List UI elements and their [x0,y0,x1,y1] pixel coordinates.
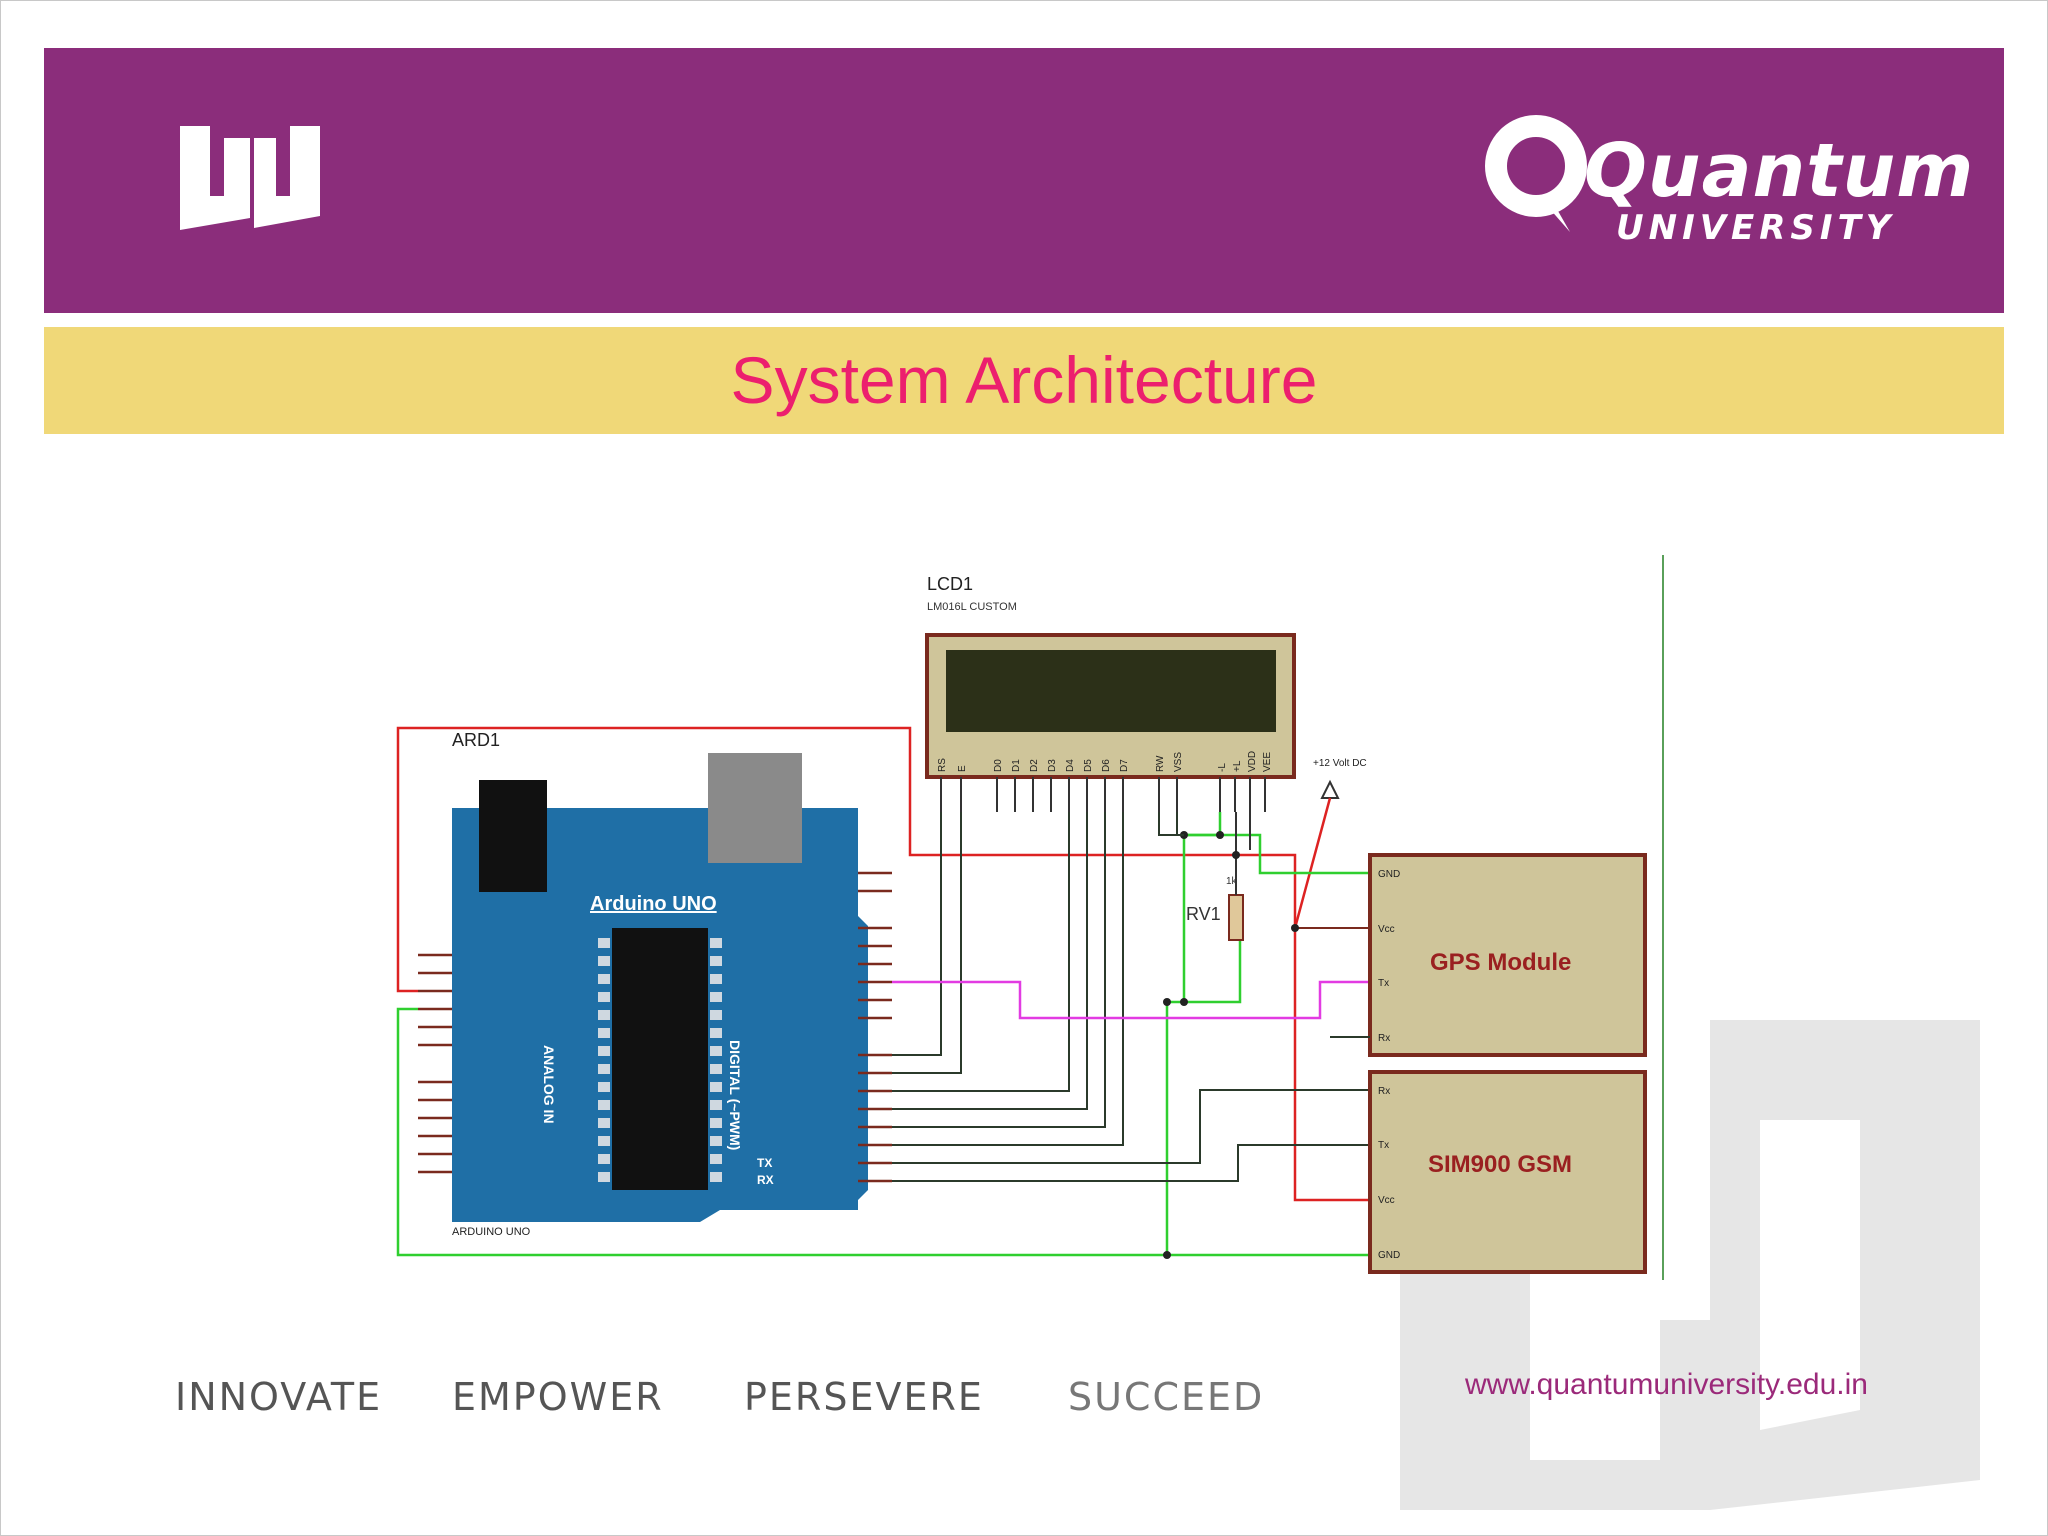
arduino-analog-label: ANALOG IN [541,1045,557,1124]
title-band: System Architecture [44,327,2004,434]
supply-label: +12 Volt DC [1313,758,1367,769]
watermark-logo-icon [1400,1020,1980,1510]
lcd-pin-vdd: VDD [1247,751,1258,772]
slide-title: System Architecture [730,343,1318,417]
lcd-pin-lminus: -L [1217,763,1228,772]
gsm-module [1368,1070,1647,1274]
lcd-pin-vee: VEE [1262,752,1273,772]
header-banner: Quantum UNIVERSITY [44,48,2004,313]
arduino-tx-label: TX [757,1156,772,1170]
gps-pin-gnd: GND [1378,869,1400,880]
lcd-pin-labels: RS E D0 D1 D2 D3 D4 D5 D6 D7 RW VSS -L +… [937,751,1273,772]
arduino-board-label: Arduino UNO [590,893,717,915]
arduino-ref: ARD1 [452,730,500,750]
lcd-pin-d0: D0 [993,759,1004,772]
gsm-pin-tx: Tx [1378,1140,1389,1151]
pot-ref: RV1 [1186,904,1221,924]
arduino-power-jack [479,780,547,892]
footer-word-persevere: PERSEVERE [744,1375,984,1419]
gps-label: GPS Module [1430,949,1571,976]
footer-word-innovate: INNOVATE [175,1375,383,1419]
brand-logo: Quantum UNIVERSITY [1484,108,1973,268]
lcd-screen [946,650,1276,732]
lcd-part: LM016L CUSTOM [927,601,1017,613]
gps-pin-rx: Rx [1378,1033,1390,1044]
brand-subtitle: UNIVERSITY [1616,208,1896,248]
supply-arrow-icon [1320,779,1340,799]
arduino-digital-label: DIGITAL (~PWM) [727,1040,743,1150]
lcd-pin-d5: D5 [1083,759,1094,772]
arduino-usb-port [708,753,802,863]
arduino-mcu-chip [612,928,708,1190]
lcd-pin-d3: D3 [1047,759,1058,772]
gsm-pin-rx: Rx [1378,1086,1390,1097]
brand-name: Quantum [1584,128,1975,214]
arduino-rx-label: RX [757,1173,774,1187]
footer-word-empower: EMPOWER [452,1375,664,1419]
footer-word-succeed: SUCCEED [1068,1375,1265,1419]
lcd-pin-d2: D2 [1029,759,1040,772]
gps-module [1368,853,1647,1057]
lcd-pin-lplus: +L [1232,760,1243,772]
gps-pin-tx: Tx [1378,978,1389,989]
lcd-pin-d4: D4 [1065,759,1076,772]
lcd-pin-rs: RS [937,758,948,772]
university-logo-icon [180,126,320,230]
lcd-pin-d7: D7 [1119,759,1130,772]
gps-pin-vcc: Vcc [1378,924,1395,935]
lcd-pin-rw: RW [1155,755,1166,772]
lcd-ref: LCD1 [927,574,973,594]
gsm-pin-gnd: GND [1378,1250,1400,1261]
lcd-pin-vss: VSS [1173,752,1184,772]
gsm-label: SIM900 GSM [1428,1151,1572,1178]
pot-value: 1k [1226,876,1238,887]
lcd-pin-e: E [957,765,968,772]
arduino-footer-label: ARDUINO UNO [452,1226,531,1238]
gsm-pin-vcc: Vcc [1378,1195,1395,1206]
quantum-q-icon [1485,115,1587,232]
potentiometer [1228,894,1244,941]
circuit-diagram: LCD1 LM016L CUSTOM RS E D0 D1 D2 D3 D4 D… [396,555,1664,1280]
lcd-pin-d6: D6 [1101,759,1112,772]
lcd-pin-d1: D1 [1011,759,1022,772]
website-url[interactable]: www.quantumuniversity.edu.in [1465,1368,1868,1401]
